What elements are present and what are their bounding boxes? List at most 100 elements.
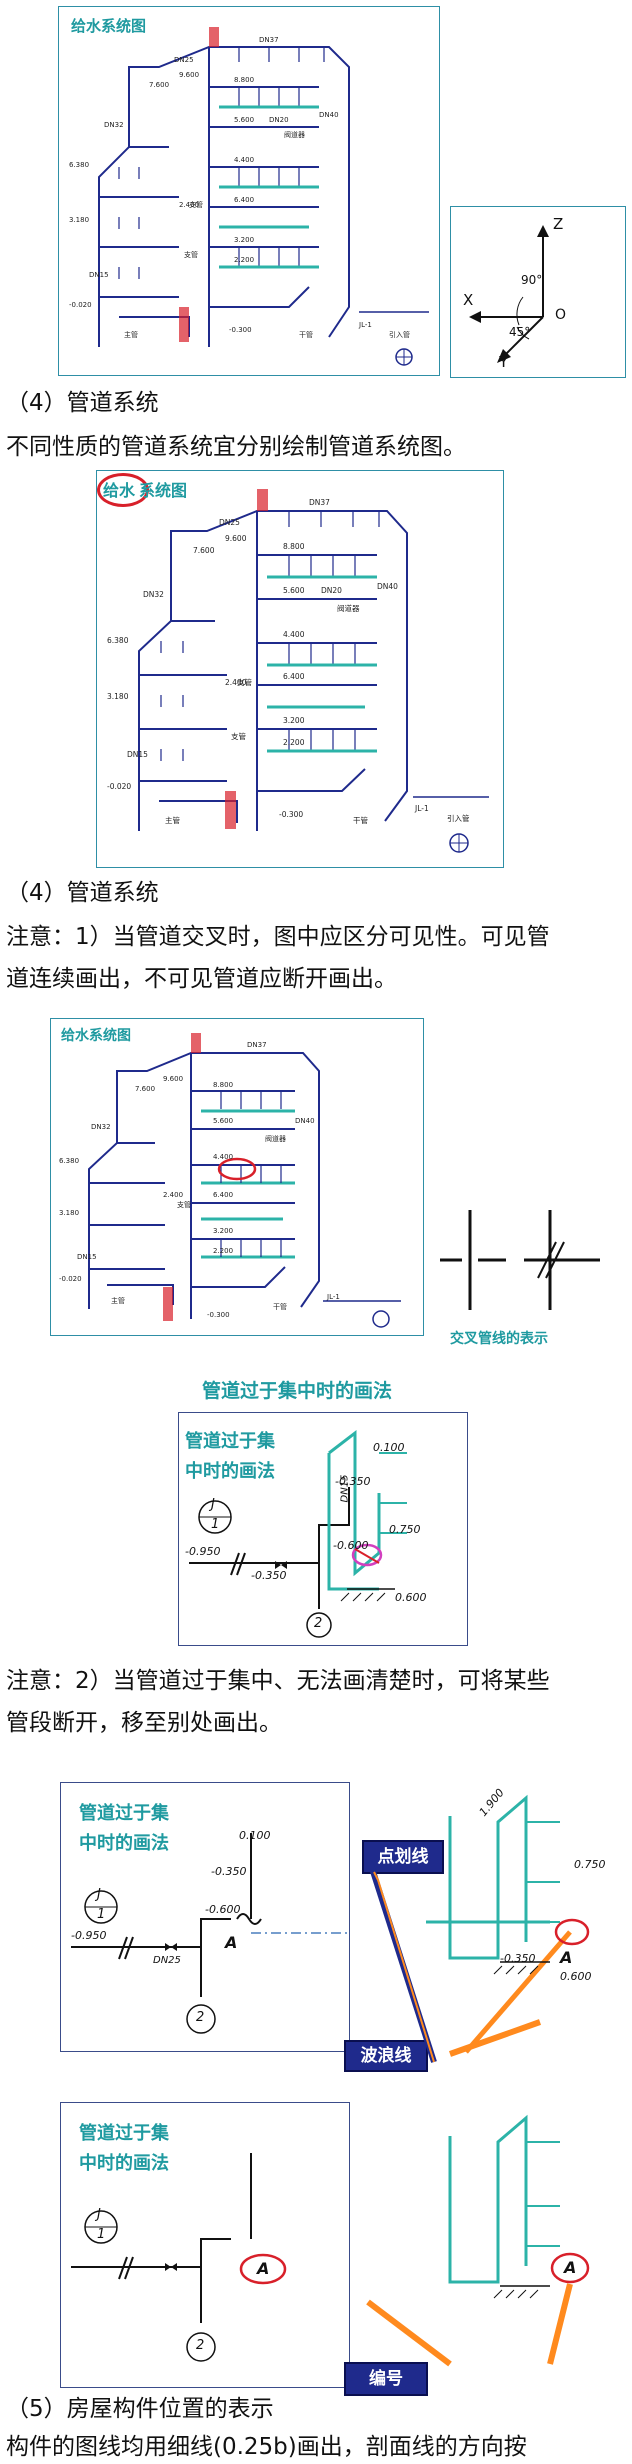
svg-text:5.600: 5.600 — [283, 586, 305, 595]
svg-text:3.200: 3.200 — [213, 1227, 233, 1235]
level-label: -0.350 — [251, 1569, 287, 1582]
level-label: -0.350 — [500, 1952, 536, 1965]
svg-text:DN40: DN40 — [377, 582, 398, 591]
svg-text:DN37: DN37 — [259, 36, 279, 44]
svg-text:-0.300: -0.300 — [229, 326, 252, 334]
diagram-title-b: 系统图 — [139, 481, 188, 500]
axis-z-label: Z — [553, 215, 564, 233]
svg-text:DN40: DN40 — [295, 1117, 315, 1125]
svg-text:支管: 支管 — [237, 677, 252, 687]
svg-text:2.200: 2.200 — [234, 256, 254, 264]
svg-text:干管: 干管 — [353, 815, 368, 825]
section-body-line2: 道连续画出，不可见管道应断开画出。 — [6, 966, 397, 992]
svg-text:DN25: DN25 — [174, 56, 194, 64]
axes-diagram — [469, 225, 549, 363]
section-body: 不同性质的管道系统宜分别绘制管道系统图。 — [6, 434, 466, 460]
crossing-pipes-symbol — [440, 1210, 600, 1310]
marker-a: A — [257, 2259, 270, 2278]
svg-text:9.600: 9.600 — [225, 534, 247, 543]
marker-a: A — [564, 2258, 577, 2277]
svg-text:DN15: DN15 — [127, 750, 148, 759]
section-body-line1: 注意：1）当管道交叉时，图中应区分可见性。可见管 — [6, 924, 550, 950]
node-number: 2 — [314, 1616, 323, 1631]
svg-text:阀道器: 阀道器 — [265, 1134, 286, 1143]
svg-text:2.200: 2.200 — [213, 1247, 233, 1255]
dash-dot-line-callout: 点划线 — [362, 1840, 444, 1874]
pipe-size-label: DN25 — [153, 1955, 181, 1966]
marker-a: A — [225, 1933, 238, 1952]
svg-text:DN37: DN37 — [247, 1041, 267, 1049]
node-number: 2 — [196, 2010, 205, 2025]
diagram-title-a: 给水 — [103, 481, 136, 500]
section-heading: （5）房屋构件位置的表示 — [6, 2396, 274, 2422]
svg-text:支管: 支管 — [189, 200, 203, 209]
highlight-ellipse — [97, 473, 149, 507]
section-body-line1: 注意：2）当管道过于集中、无法画清楚时，可将某些 — [6, 1668, 550, 1694]
level-label: 0.750 — [389, 1523, 421, 1536]
panel1-right-drawing — [367, 1794, 590, 2063]
pipe-detail — [189, 1429, 407, 1638]
svg-text:4.400: 4.400 — [213, 1153, 233, 1161]
svg-text:DN32: DN32 — [143, 590, 164, 599]
crossing-pipes-caption: 交叉管线的表示 — [450, 1331, 548, 1347]
level-label: -0.600 — [333, 1539, 369, 1552]
svg-text:6.380: 6.380 — [107, 636, 129, 645]
index-top: J — [211, 1497, 215, 1512]
marker-a: A — [560, 1948, 573, 1967]
pipe-detail — [71, 2153, 287, 2362]
svg-text:DN20: DN20 — [321, 586, 342, 595]
svg-text:9.600: 9.600 — [179, 71, 199, 79]
svg-text:3.200: 3.200 — [283, 716, 305, 725]
svg-text:DN15: DN15 — [77, 1253, 97, 1261]
svg-text:干管: 干管 — [299, 330, 313, 339]
svg-text:主管: 主管 — [111, 1296, 125, 1305]
svg-text:5.600: 5.600 — [234, 116, 254, 124]
svg-text:2.400: 2.400 — [163, 1191, 183, 1199]
level-label: 0.600 — [560, 1970, 592, 1983]
svg-text:JL-1: JL-1 — [414, 804, 429, 813]
axonometric-axes-box: Z X Y O 90° 45° — [450, 206, 626, 378]
angle-45-label: 45° — [509, 325, 531, 339]
svg-text:-0.300: -0.300 — [207, 1311, 230, 1319]
svg-text:DN32: DN32 — [104, 121, 124, 129]
index-bottom: 1 — [211, 1517, 220, 1532]
svg-text:3.200: 3.200 — [234, 236, 254, 244]
svg-text:4.400: 4.400 — [234, 156, 254, 164]
svg-text:4.400: 4.400 — [283, 630, 305, 639]
svg-text:支管: 支管 — [231, 731, 246, 741]
svg-text:6.400: 6.400 — [234, 196, 254, 204]
section-heading: （4）管道系统 — [6, 880, 159, 906]
svg-text:DN32: DN32 — [91, 1123, 111, 1131]
svg-text:DN40: DN40 — [319, 111, 339, 119]
svg-text:主管: 主管 — [165, 815, 180, 825]
section-body: 构件的图线均用细线(0.25b)画出，剖面线的方向按 — [6, 2434, 527, 2460]
svg-text:6.380: 6.380 — [59, 1157, 79, 1165]
level-label: 0.100 — [373, 1441, 405, 1454]
svg-text:-0.020: -0.020 — [69, 301, 92, 309]
svg-text:阀道器: 阀道器 — [284, 130, 305, 139]
svg-text:干管: 干管 — [273, 1302, 287, 1311]
svg-text:阀道器: 阀道器 — [337, 603, 360, 613]
wavy-line-callout: 波浪线 — [344, 2040, 428, 2072]
svg-text:5.600: 5.600 — [213, 1117, 233, 1125]
level-label: -0.350 — [211, 1865, 247, 1878]
level-label: -0.350 — [335, 1475, 371, 1488]
panel2-right-drawing — [366, 2114, 590, 2367]
inner-title-line2: 中时的画法 — [185, 1461, 275, 1482]
svg-text:DN15: DN15 — [89, 271, 109, 279]
svg-text:6.400: 6.400 — [213, 1191, 233, 1199]
svg-text:3.180: 3.180 — [107, 692, 129, 701]
svg-text:3.180: 3.180 — [69, 216, 89, 224]
axis-origin-label: O — [555, 307, 567, 323]
panel-title-line1: 管道过于集 — [79, 1803, 169, 1824]
level-label: 0.100 — [239, 1829, 271, 1842]
svg-text:8.800: 8.800 — [213, 1081, 233, 1089]
svg-text:支管: 支管 — [184, 250, 198, 259]
svg-text:DN20: DN20 — [269, 116, 289, 124]
pipe-detail — [71, 1833, 349, 2034]
